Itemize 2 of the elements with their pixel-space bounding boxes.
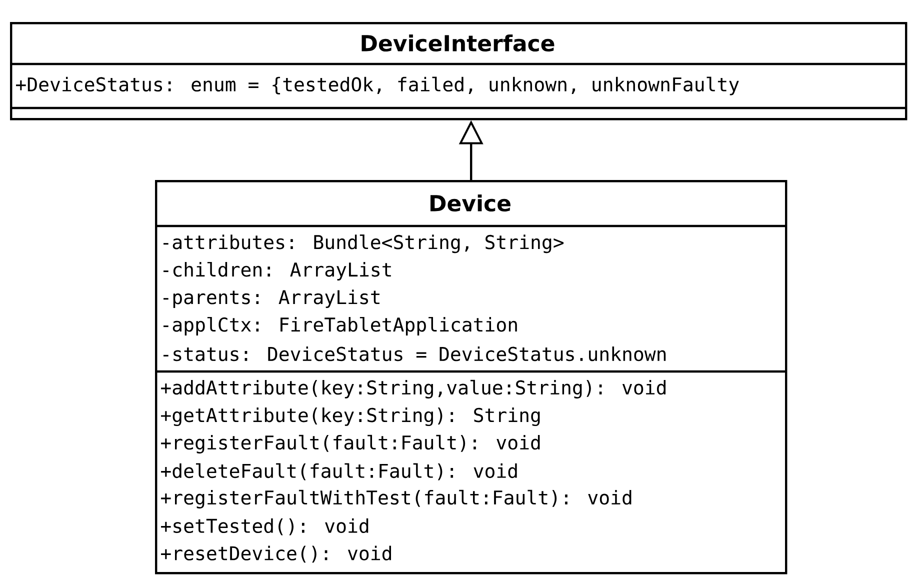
class-box: DeviceInterface +DeviceStatus: enum = {testedOk, failed, unknown, unknownFaulty bbox=[10, 22, 908, 120]
class-box: Device -attributes: Bundle<String, String> -children: ArrayList -parents: ArrayList -applCtx: FireTabletApplication -status: DeviceStatus = DeviceStatus.unknown +addAttribute(key:String,value:String): void +getAttribute(key:String): String +registerFault(fault:Fault): void +deleteFault(fault:Fault): void +registerFaultWithTest(fault:Fault): void +setTested(): void +resetDevice(): void bbox=[155, 180, 788, 574]
